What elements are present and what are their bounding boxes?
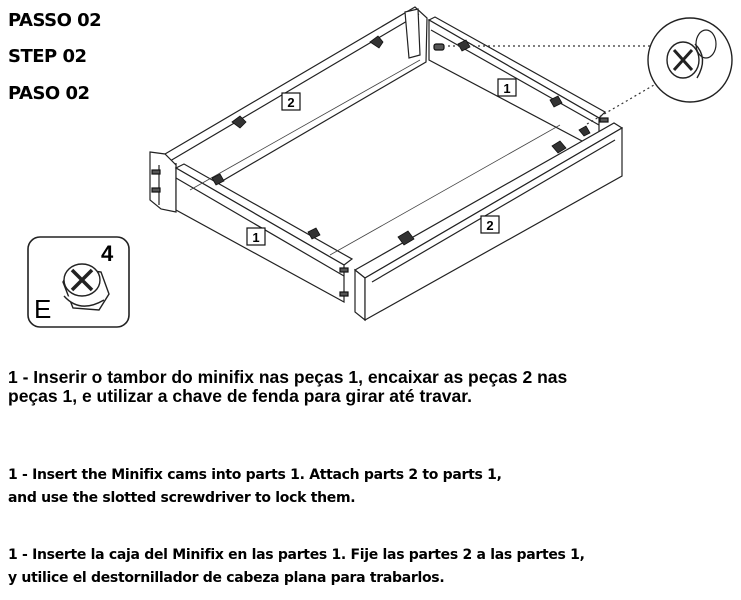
step-title-en: STEP 02 [8,46,87,67]
minifix-cam-icon [62,263,110,311]
hardware-callout: 4 E [27,236,130,328]
part-label-2-front: 2 [480,215,500,234]
instruction-en: 1 - Insert the Minifix cams into parts 1… [8,467,502,506]
instruction-es: 1 - Inserte la caja del Minifix en las p… [8,547,585,586]
svg-text:1: 1 [503,81,510,96]
hardware-quantity: 4 [101,241,114,266]
magnifier-detail [647,17,733,103]
step-title-es: PASO 02 [8,83,90,104]
svg-text:1: 1 [252,230,259,245]
svg-text:2: 2 [287,95,294,110]
hardware-letter: E [34,294,51,324]
instruction-pt: 1 - Inserir o tambor do minifix nas peça… [8,367,568,406]
cam-fittings [211,35,591,246]
leader-lines [448,45,667,125]
end-left [149,151,177,213]
part-label-1-left: 1 [246,227,266,246]
assembly-diagram: 2 1 1 2 4 E [27,6,733,328]
end-right [404,8,421,59]
svg-text:2: 2 [486,218,493,233]
step-title-pt: PASSO 02 [8,10,102,31]
part-label-1-right: 1 [497,78,517,97]
part-label-2-back: 2 [281,92,301,111]
